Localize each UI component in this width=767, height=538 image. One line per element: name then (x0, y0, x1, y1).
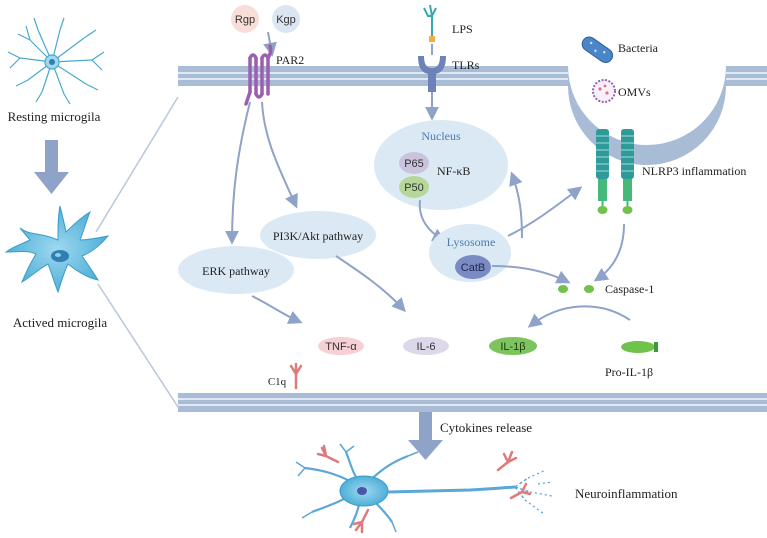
proil1b-icon (621, 341, 655, 353)
bacteria-label: Bacteria (618, 41, 659, 55)
tnf-label: TNF-α (325, 341, 357, 353)
nlrp3-complex-icon (596, 129, 634, 214)
il6-label: IL-6 (417, 341, 436, 353)
omvs-label: OMVs (618, 85, 651, 99)
nlrp3-to-caspase-arrow (593, 223, 625, 282)
rgp-bubble (231, 5, 259, 33)
nlrp3-label: NLRP3 inflammation (642, 164, 746, 178)
catb-label: CatB (461, 262, 485, 274)
erk-to-cytokines-arrow (251, 295, 303, 324)
par2-label: PAR2 (276, 53, 304, 67)
nfkb-label: NF-κB (437, 164, 470, 178)
proil1b-to-il1b-arrow (527, 305, 631, 328)
nucleus-label: Nucleus (421, 129, 461, 143)
p50-bubble (399, 176, 429, 198)
par2-to-erk-arrow (225, 101, 251, 245)
lps-label: LPS (452, 22, 473, 36)
par2-receptor-icon (244, 44, 273, 106)
cytokines-release-arrow (408, 412, 443, 460)
kgp-bubble (272, 5, 300, 33)
tlr-receptor-icon (418, 56, 446, 92)
il6-bubble (403, 337, 449, 355)
rgp-label: Rgp (235, 14, 255, 26)
catb-to-caspase-arrow (491, 265, 571, 284)
activated-microglia-icon (4, 205, 110, 294)
catb-bubble (455, 255, 491, 279)
il1b-label: IL-1β (500, 341, 525, 353)
lps-icon (423, 4, 437, 42)
lysosome-label: Lysosome (447, 235, 496, 249)
p50-label: P50 (404, 182, 424, 194)
p65-label: P65 (404, 158, 424, 170)
zoom-line-top (95, 96, 179, 233)
pi3k-bubble (260, 211, 376, 259)
bottom-membrane (178, 393, 767, 412)
kgp-label: Kgp (276, 14, 296, 26)
pi3k-to-cytokines-arrow (335, 255, 406, 313)
lysosome-to-nlrp3-arrow (507, 186, 583, 237)
resting-microglia-icon (7, 17, 105, 105)
activation-arrow (34, 140, 69, 194)
proil1b-label: Pro-IL-1β (605, 365, 653, 379)
caspase-icon (558, 285, 594, 293)
cytokines-release-label: Cytokines release (440, 420, 532, 435)
activated-microglia-label: Actived microgila (13, 315, 107, 330)
p65-bubble (399, 152, 429, 174)
tlrs-label: TLRs (452, 58, 480, 72)
bacteria-icon (581, 36, 614, 63)
neuroinflammation-label: Neuroinflammation (575, 486, 678, 501)
c1q-icon (289, 362, 303, 390)
resting-microglia-label: Resting microgila (8, 109, 101, 124)
il1b-bubble (489, 337, 537, 355)
zoom-line-bottom (97, 283, 179, 408)
c1q-on-neuron-icon (316, 444, 532, 534)
lysosome-to-nfkb-arrow (509, 171, 523, 239)
caspase-label: Caspase-1 (605, 282, 654, 296)
tnf-bubble (318, 337, 364, 355)
omv-icon (592, 79, 616, 103)
c1q-label: C1q (268, 376, 287, 388)
pi3k-label: PI3K/Akt pathway (273, 229, 363, 243)
par2-to-pi3k-arrow (261, 101, 298, 209)
erk-bubble (178, 246, 294, 294)
erk-label: ERK pathway (202, 264, 270, 278)
proil1b-tip (654, 342, 658, 352)
top-membrane (178, 66, 767, 165)
neuron-icon (295, 443, 553, 533)
